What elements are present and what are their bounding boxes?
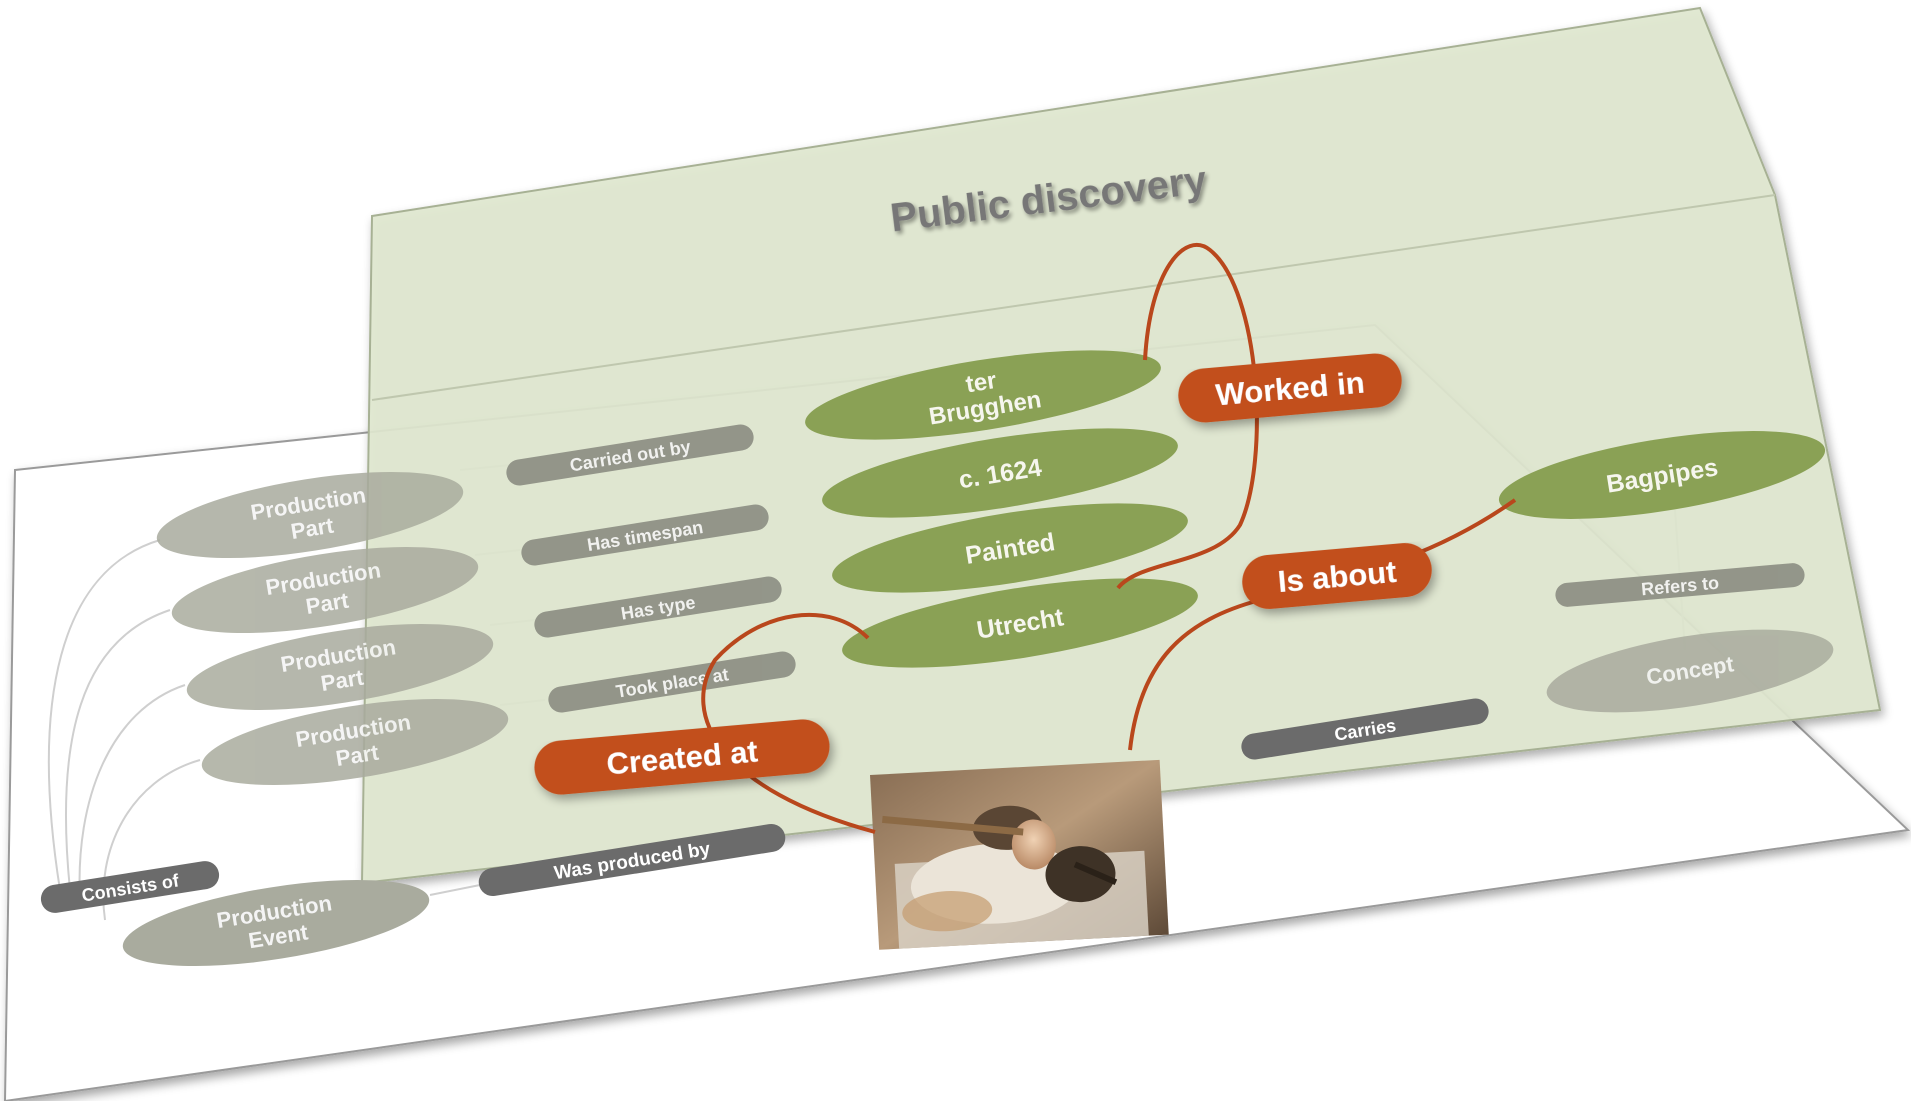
artwork-painting [870,759,1169,950]
production-part-node: Production Part [171,546,479,634]
svg-text:ter: ter [964,367,999,398]
date-value-node: c. 1624 [822,428,1178,518]
created-at-label: Created at [534,719,830,795]
worked-in-label: Worked in [1178,353,1402,423]
production-part-node: Production Part [156,471,464,559]
concept-node: Concept [1546,629,1834,713]
type-value-node: Painted [832,503,1188,593]
production-part-node: Production Part [186,623,494,711]
place-value-node: Utrecht [842,578,1198,668]
production-event-node: Production Event [122,879,430,967]
is-about-label: Is about [1242,543,1432,609]
subject-value-node: Bagpipes [1498,431,1826,519]
artist-value-node: ter Brugghen [805,350,1161,440]
production-part-node: Production Part [201,698,509,786]
